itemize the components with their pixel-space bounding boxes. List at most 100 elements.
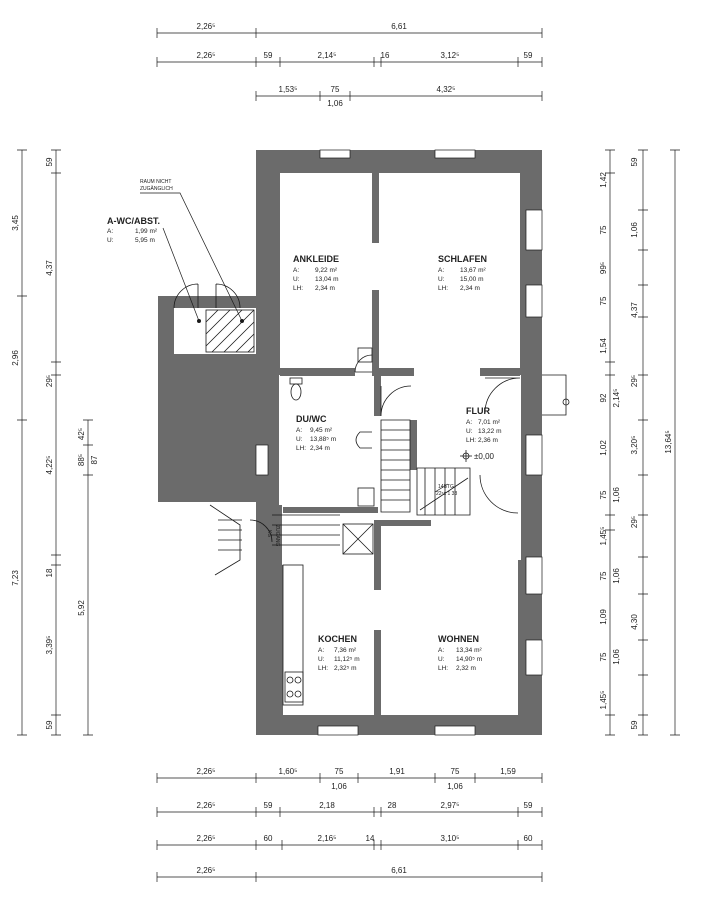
dim-right-c2-m: 1,45⁵: [599, 691, 608, 710]
dim-left-c2-f: 3,39⁵: [45, 636, 54, 655]
shower-tray: [342, 523, 374, 555]
dims-left: 3,45 2,96 7,23 59 4,37 29⁵ 4,22⁵ 18 3,39…: [11, 157, 99, 729]
burner-2: [294, 676, 302, 684]
label-a: A:: [466, 419, 472, 426]
dim-left-c2-a: 59: [45, 157, 54, 166]
dim-right-c2-j: 75: [599, 571, 608, 580]
small-box-duwc: [357, 487, 375, 507]
wall-flur-column: [410, 420, 417, 470]
label-u: U:: [466, 428, 473, 435]
entrance-marker: [562, 398, 570, 406]
window-right-1: [525, 209, 543, 251]
dim-top-r2-e: 3,12⁵: [441, 51, 460, 60]
dim-left-c2-e: 18: [45, 568, 54, 577]
dim-right-c1-h: 59: [630, 720, 639, 729]
value-u: 14,90⁵ m: [456, 656, 482, 663]
dim-right-c3-a: 13,64⁵: [664, 430, 673, 453]
dim-top-r3-b2: 1,06: [327, 99, 343, 108]
stair-run-east: [416, 467, 471, 516]
room-duwc: DU/WC A: 9,45 m² U: 13,88⁵ m LH: 2,34 m: [296, 414, 336, 452]
room-name: A-WC/ABST.: [107, 216, 160, 226]
label-a: A:: [318, 647, 324, 654]
dim-bot-r4-b: 6,61: [391, 866, 407, 875]
window-right-5: [525, 639, 543, 676]
label-lh: LH:: [293, 285, 303, 292]
room-name: KOCHEN: [318, 634, 357, 644]
dim-bot-r2-b: 59: [264, 801, 273, 810]
wall-upper-horizontal-mid: [372, 368, 414, 376]
stair-outline: [380, 419, 411, 513]
level-value: ±0,00: [474, 452, 495, 461]
dim-left-c2-g: 59: [45, 720, 54, 729]
dim-left-c2-b: 4,37: [45, 260, 54, 276]
fixtures: [205, 309, 472, 706]
value-lh: 2,32⁵ m: [334, 665, 357, 672]
raum-note-2: ZUGÄNGLICH: [140, 185, 173, 192]
dim-right-c2-f2: 2,14⁵: [612, 389, 621, 408]
dim-right-c2-c: 99⁵: [599, 262, 608, 274]
dim-bot-r3-b: 60: [264, 834, 273, 843]
dim-right-c2-a: 1,42: [599, 172, 608, 188]
dim-left-c3-b2: 87: [90, 455, 99, 464]
window-right-3: [525, 434, 543, 476]
wall-middle-horizontal: [381, 520, 431, 526]
window-right-4: [525, 556, 543, 595]
dim-right-c2-i: 1,45⁵: [599, 527, 608, 546]
wall-kochen-wohnen-upper: [374, 520, 381, 590]
room-flur: FLUR A: 7,01 m² U: 13,22 m LH: 2,36 m ±0…: [466, 406, 502, 461]
dim-right-c2-h2: 1,06: [612, 487, 621, 503]
stair-treads: [381, 429, 410, 501]
dim-top-r2-b: 59: [264, 51, 273, 60]
label-u: U:: [107, 237, 114, 244]
dim-right-c2-l2: 1,06: [612, 649, 621, 665]
window-top-right: [434, 149, 476, 159]
dim-top-r1-a: 2,26⁵: [197, 22, 216, 31]
dims-bottom: 2,26⁵ 1,60⁵ 75 1,06 1,91 75 1,06 1,59 2,…: [197, 767, 533, 875]
dim-bot-r1-e2: 1,06: [447, 782, 463, 791]
value-lh: 2,36 m: [478, 437, 498, 444]
room-name: ANKLEIDE: [293, 254, 339, 264]
stair-arrow: [419, 477, 469, 511]
window-left: [255, 444, 269, 476]
label-lh: LH:: [466, 437, 476, 444]
stairs-note-1: 14STG: [438, 484, 454, 490]
label-u: U:: [318, 656, 325, 663]
dim-right-c2-j2: 1,06: [612, 568, 621, 584]
room-kochen: KOCHEN A: 7,36 m² U: 11,12⁵ m LH: 2,32⁵ …: [318, 634, 360, 672]
windows: [255, 149, 543, 736]
room-name: WOHNEN: [438, 634, 479, 644]
label-a: A:: [107, 228, 113, 235]
dim-right-c1-d: 29⁵: [630, 375, 639, 387]
dim-right-c2-b: 75: [599, 225, 608, 234]
dim-bot-r4-a: 2,26⁵: [197, 866, 216, 875]
dim-left-c2-c: 29⁵: [45, 375, 54, 387]
label-a: A:: [293, 267, 299, 274]
room-awc: A-WC/ABST. A: 1,99 m² U: 5,95 m: [107, 216, 160, 244]
label-lh: LH:: [296, 445, 306, 452]
dim-bot-r1-c2: 1,06: [331, 782, 347, 791]
dim-right-c2-h: 75: [599, 490, 608, 499]
raum-hatch-lines: [205, 309, 255, 353]
wall-duwc-east: [374, 376, 381, 416]
dim-bot-r3-c: 2,16⁵: [318, 834, 337, 843]
dim-left-c1-a: 3,45: [11, 215, 20, 231]
label-lh: LH:: [438, 665, 448, 672]
value-a: 9,45 m²: [310, 427, 333, 434]
value-u: 13,88⁵ m: [310, 436, 336, 443]
room-wohnen: WOHNEN A: 13,34 m² U: 14,90⁵ m LH: 2,32 …: [438, 634, 482, 672]
value-a: 13,34 m²: [456, 647, 482, 654]
dim-left-c1-c: 7,23: [11, 570, 20, 586]
notes: RAUM NICHT ZUGÄNGLICH 14STG 22⁶x 1 33 ZU…: [140, 179, 457, 547]
room-name: DU/WC: [296, 414, 327, 424]
dim-right-c2-g: 1,02: [599, 440, 608, 456]
dim-top-r3-a: 1,53⁵: [279, 85, 298, 94]
dim-left-c3-c: 5,92: [77, 600, 86, 616]
dim-right-c1-g: 4,30: [630, 614, 639, 630]
dim-right-c1-f: 29⁵: [630, 516, 639, 528]
burner-1: [286, 676, 294, 684]
wall-ankleide-schlafen-upper: [372, 173, 379, 243]
dim-top-r2-f: 59: [524, 51, 533, 60]
door-flur-main: [484, 377, 521, 414]
wall-upper-horizontal-right: [480, 368, 520, 376]
